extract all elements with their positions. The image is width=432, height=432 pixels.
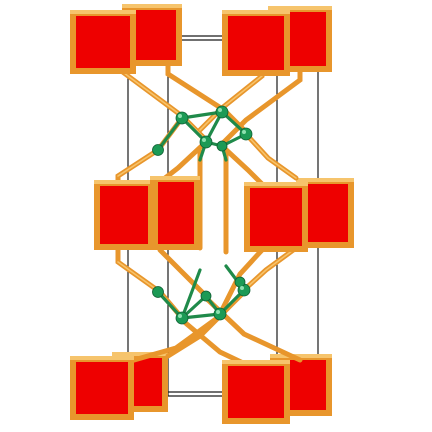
green-atom [152,144,164,156]
linker-rod [165,63,249,135]
linker-rod [219,67,303,147]
green-cluster-upper [152,105,253,162]
linker-rod [217,247,265,317]
green-atom [213,307,227,321]
green-atom [200,290,212,302]
green-atom [152,286,164,298]
green-atom [175,311,189,325]
green-atom [199,135,213,149]
red-square-unit [70,356,134,420]
green-cluster-lower [152,264,251,325]
red-square-unit [150,176,200,250]
green-atom [175,111,189,125]
green-atom [239,127,253,141]
green-atom [234,276,246,288]
red-square-unit [222,360,290,424]
red-square-unit [222,10,290,76]
red-square-unit [94,180,154,250]
linker-rod [117,313,223,367]
green-atom [215,105,229,119]
front-square-layer [70,10,308,252]
linker-rod [219,143,265,187]
green-atom [216,140,228,152]
front-square-layer-bottom [70,356,290,424]
back-square-layer [112,4,354,416]
linker-rod [243,131,299,181]
linker-rod [157,247,209,299]
red-square-unit [70,10,136,74]
red-square-unit [244,182,308,252]
